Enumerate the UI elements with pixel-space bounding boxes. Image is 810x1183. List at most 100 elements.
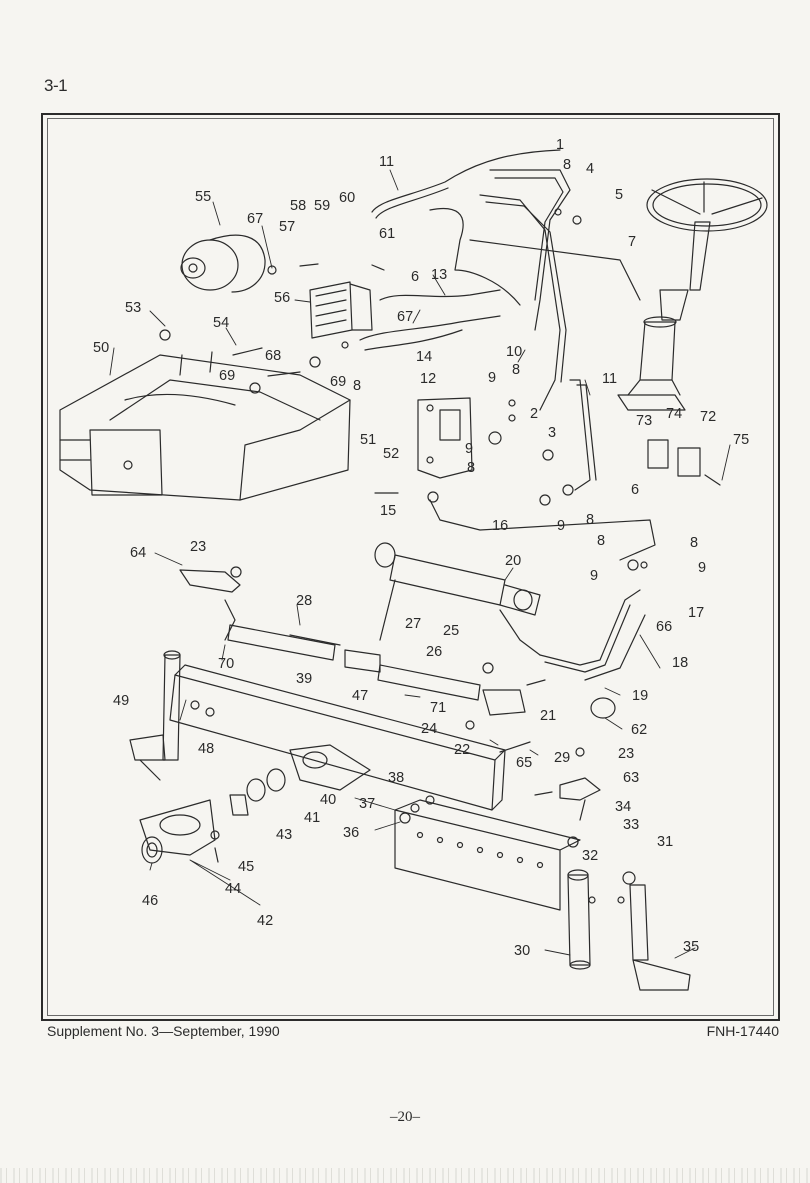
fasteners <box>159 208 648 904</box>
left-spindle <box>129 650 181 781</box>
clamp-brackets <box>647 439 721 486</box>
callout-53: 53 <box>125 300 141 316</box>
callout-7: 7 <box>628 234 636 250</box>
axle-extension <box>394 799 581 911</box>
callout-15: 15 <box>380 503 396 519</box>
callout-61: 61 <box>379 226 395 242</box>
bracket-mount <box>417 397 473 479</box>
diagram-frame-inner <box>47 118 774 1016</box>
callout-65: 65 <box>516 755 532 771</box>
callout-55: 55 <box>195 189 211 205</box>
diagram-frame-outer <box>41 113 780 1021</box>
callout-51: 51 <box>360 432 376 448</box>
callout-9b: 9 <box>465 441 473 457</box>
tie-rod <box>227 624 526 716</box>
callout-71: 71 <box>430 700 446 716</box>
callout-27: 27 <box>405 616 421 632</box>
callout-8g: 8 <box>690 535 698 551</box>
callout-42: 42 <box>257 913 273 929</box>
leader-lines <box>109 169 731 959</box>
callout-5: 5 <box>615 187 623 203</box>
callout-48: 48 <box>198 741 214 757</box>
callout-73: 73 <box>636 413 652 429</box>
callout-40: 40 <box>320 792 336 808</box>
hydraulic-pipes-lower <box>429 499 656 681</box>
callout-34: 34 <box>615 799 631 815</box>
callout-8f: 8 <box>597 533 605 549</box>
steering-wheel-assembly <box>617 178 768 411</box>
steering-cylinder <box>374 542 541 641</box>
callout-10: 10 <box>506 344 522 360</box>
right-spindle <box>567 869 691 991</box>
callout-19: 19 <box>632 688 648 704</box>
callout-28: 28 <box>296 593 312 609</box>
callout-39: 39 <box>296 671 312 687</box>
callout-47: 47 <box>352 688 368 704</box>
callout-72: 72 <box>700 409 716 425</box>
callout-75: 75 <box>733 432 749 448</box>
callout-56: 56 <box>274 290 290 306</box>
callout-11b: 11 <box>602 371 617 387</box>
callout-66: 66 <box>656 619 672 635</box>
callout-64: 64 <box>130 545 146 561</box>
callout-8d: 8 <box>467 460 475 476</box>
document-code: FNH-17440 <box>706 1023 779 1039</box>
callout-26: 26 <box>426 644 442 660</box>
callout-9d: 9 <box>590 568 598 584</box>
callout-57: 57 <box>279 219 295 235</box>
callout-43: 43 <box>276 827 292 843</box>
supplement-note: Supplement No. 3—September, 1990 <box>47 1023 280 1039</box>
callout-49: 49 <box>113 693 129 709</box>
callout-31: 31 <box>657 834 673 850</box>
callout-74: 74 <box>666 406 682 422</box>
callout-62: 62 <box>631 722 647 738</box>
callout-14: 14 <box>416 349 432 365</box>
page-number: –20– <box>390 1109 420 1125</box>
callout-58: 58 <box>290 198 306 214</box>
callout-18: 18 <box>672 655 688 671</box>
hydraulic-pipes-upper <box>359 149 641 491</box>
scan-edge-noise <box>0 1168 810 1183</box>
callout-8b: 8 <box>353 378 361 394</box>
callout-35: 35 <box>683 939 699 955</box>
callout-60: 60 <box>339 190 355 206</box>
callout-4: 4 <box>586 161 594 177</box>
callout-3: 3 <box>548 425 556 441</box>
callout-25: 25 <box>443 623 459 639</box>
callout-24: 24 <box>421 721 437 737</box>
callout-52: 52 <box>383 446 399 462</box>
steering-arms <box>179 569 601 821</box>
callout-13: 13 <box>431 267 447 283</box>
callout-21: 21 <box>540 708 556 724</box>
callout-63: 63 <box>623 770 639 786</box>
callout-67b: 67 <box>397 309 413 325</box>
section-number: 3-1 <box>44 76 68 95</box>
callout-12: 12 <box>420 371 436 387</box>
callout-2: 2 <box>530 406 538 422</box>
callout-23a: 23 <box>190 539 206 555</box>
callout-33: 33 <box>623 817 639 833</box>
callout-67a: 67 <box>247 211 263 227</box>
callout-6a: 6 <box>411 269 419 285</box>
callout-29: 29 <box>554 750 570 766</box>
callout-8a: 8 <box>563 157 571 173</box>
support-bracket <box>139 799 216 856</box>
callout-50: 50 <box>93 340 109 356</box>
callout-22: 22 <box>454 742 470 758</box>
callout-9c: 9 <box>557 518 565 534</box>
callout-8c: 8 <box>512 362 520 378</box>
callout-9e: 9 <box>698 560 706 576</box>
callout-17: 17 <box>688 605 704 621</box>
transmission-housing <box>59 351 351 501</box>
valve-block <box>309 281 373 339</box>
callout-69b: 69 <box>330 374 346 390</box>
callout-1: 1 <box>556 137 564 153</box>
callout-41: 41 <box>304 810 320 826</box>
callout-9a: 9 <box>488 370 496 386</box>
callout-30: 30 <box>514 943 530 959</box>
callout-23b: 23 <box>618 746 634 762</box>
callout-38: 38 <box>388 770 404 786</box>
callout-37: 37 <box>359 796 375 812</box>
callout-45: 45 <box>238 859 254 875</box>
